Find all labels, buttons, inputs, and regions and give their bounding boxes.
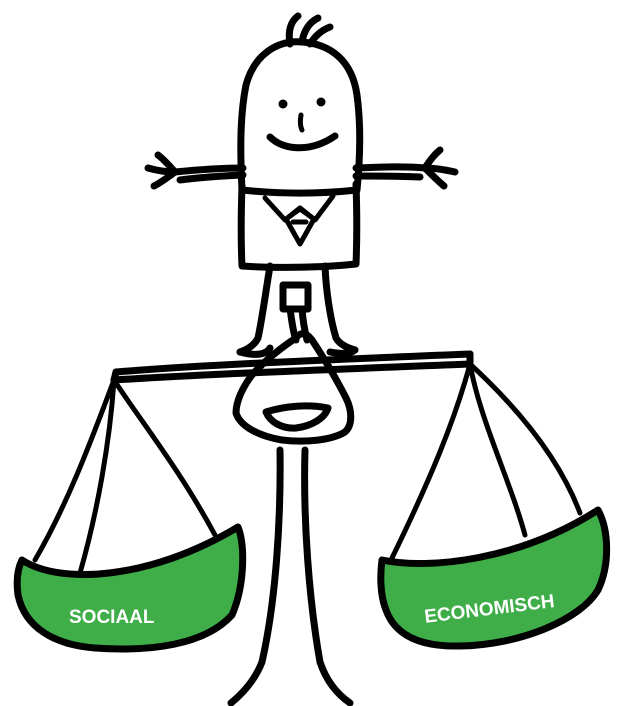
left-pan: SOCIAAL xyxy=(13,523,247,653)
balance-beam xyxy=(110,350,474,384)
character-tie xyxy=(262,193,336,247)
smile xyxy=(266,132,339,152)
right-pan-chains xyxy=(389,361,583,561)
right-pan: ECONOMISCH xyxy=(377,506,611,650)
right-eye xyxy=(316,97,326,107)
scale-stand xyxy=(227,446,354,706)
character-body xyxy=(237,180,361,271)
character-left-arm xyxy=(144,151,247,190)
character-legs xyxy=(236,262,359,358)
character-right-arm xyxy=(352,146,459,190)
character-head xyxy=(237,12,364,197)
pan-label-sociaal: SOCIAAL xyxy=(69,607,155,628)
left-eye xyxy=(278,99,288,109)
pivot-holder xyxy=(232,330,355,445)
left-pan-bowl xyxy=(13,523,247,653)
character-connector xyxy=(279,281,312,344)
right-pan-bowl xyxy=(377,506,611,650)
left-pan-chains xyxy=(32,377,218,576)
